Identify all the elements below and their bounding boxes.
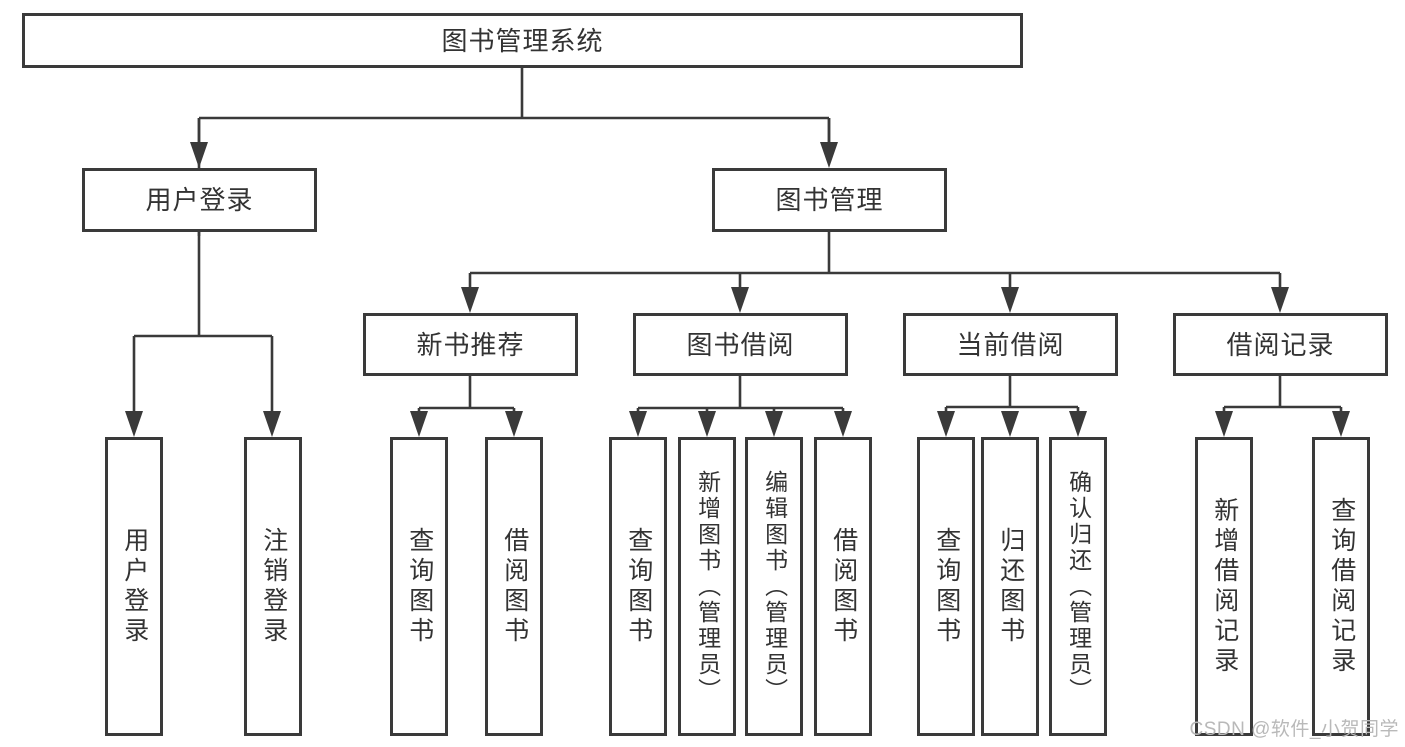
leaf-current-return-books: 归还图书 (981, 437, 1039, 736)
leaf-newbook-borrow-books: 借阅图书 (485, 437, 543, 736)
node-library-management-system: 图书管理系统 (22, 13, 1023, 68)
node-book-borrow: 图书借阅 (633, 313, 848, 376)
connector-current-borrow-children (937, 376, 1087, 437)
connector-new-book-children (410, 376, 523, 437)
node-current-borrow: 当前借阅 (903, 313, 1118, 376)
leaf-record-add-borrow-record: 新增借阅记录 (1195, 437, 1253, 736)
leaf-current-query-books: 查询图书 (917, 437, 975, 736)
csdn-watermark: CSDN @软件_小贺同学 (1189, 719, 1399, 740)
node-user-login: 用户登录 (82, 168, 317, 232)
connector-root-to-level1 (197, 68, 831, 419)
node-new-book-recommend: 新书推荐 (363, 313, 578, 376)
leaf-record-query-borrow-record: 查询借阅记录 (1312, 437, 1370, 736)
leaf-borrow-query-books: 查询图书 (609, 437, 667, 736)
node-book-management: 图书管理 (712, 168, 947, 232)
connector-user-login-children (125, 232, 281, 437)
connector-book-mgmt-to-level2 (461, 232, 1289, 313)
leaf-current-confirm-return-admin: 确认归还（管理员） (1049, 437, 1107, 736)
leaf-borrow-add-books-admin: 新增图书（管理员） (678, 437, 736, 736)
connector-root-arrows (190, 118, 838, 168)
leaf-borrow-borrow-books: 借阅图书 (814, 437, 872, 736)
leaf-newbook-query-books: 查询图书 (390, 437, 448, 736)
node-borrow-record: 借阅记录 (1173, 313, 1388, 376)
connector-borrow-record-children (1215, 376, 1350, 437)
leaf-user-login: 用户登录 (105, 437, 163, 736)
leaf-logout: 注销登录 (244, 437, 302, 736)
leaf-borrow-edit-books-admin: 编辑图书（管理员） (745, 437, 803, 736)
connector-book-borrow-children (629, 376, 852, 437)
